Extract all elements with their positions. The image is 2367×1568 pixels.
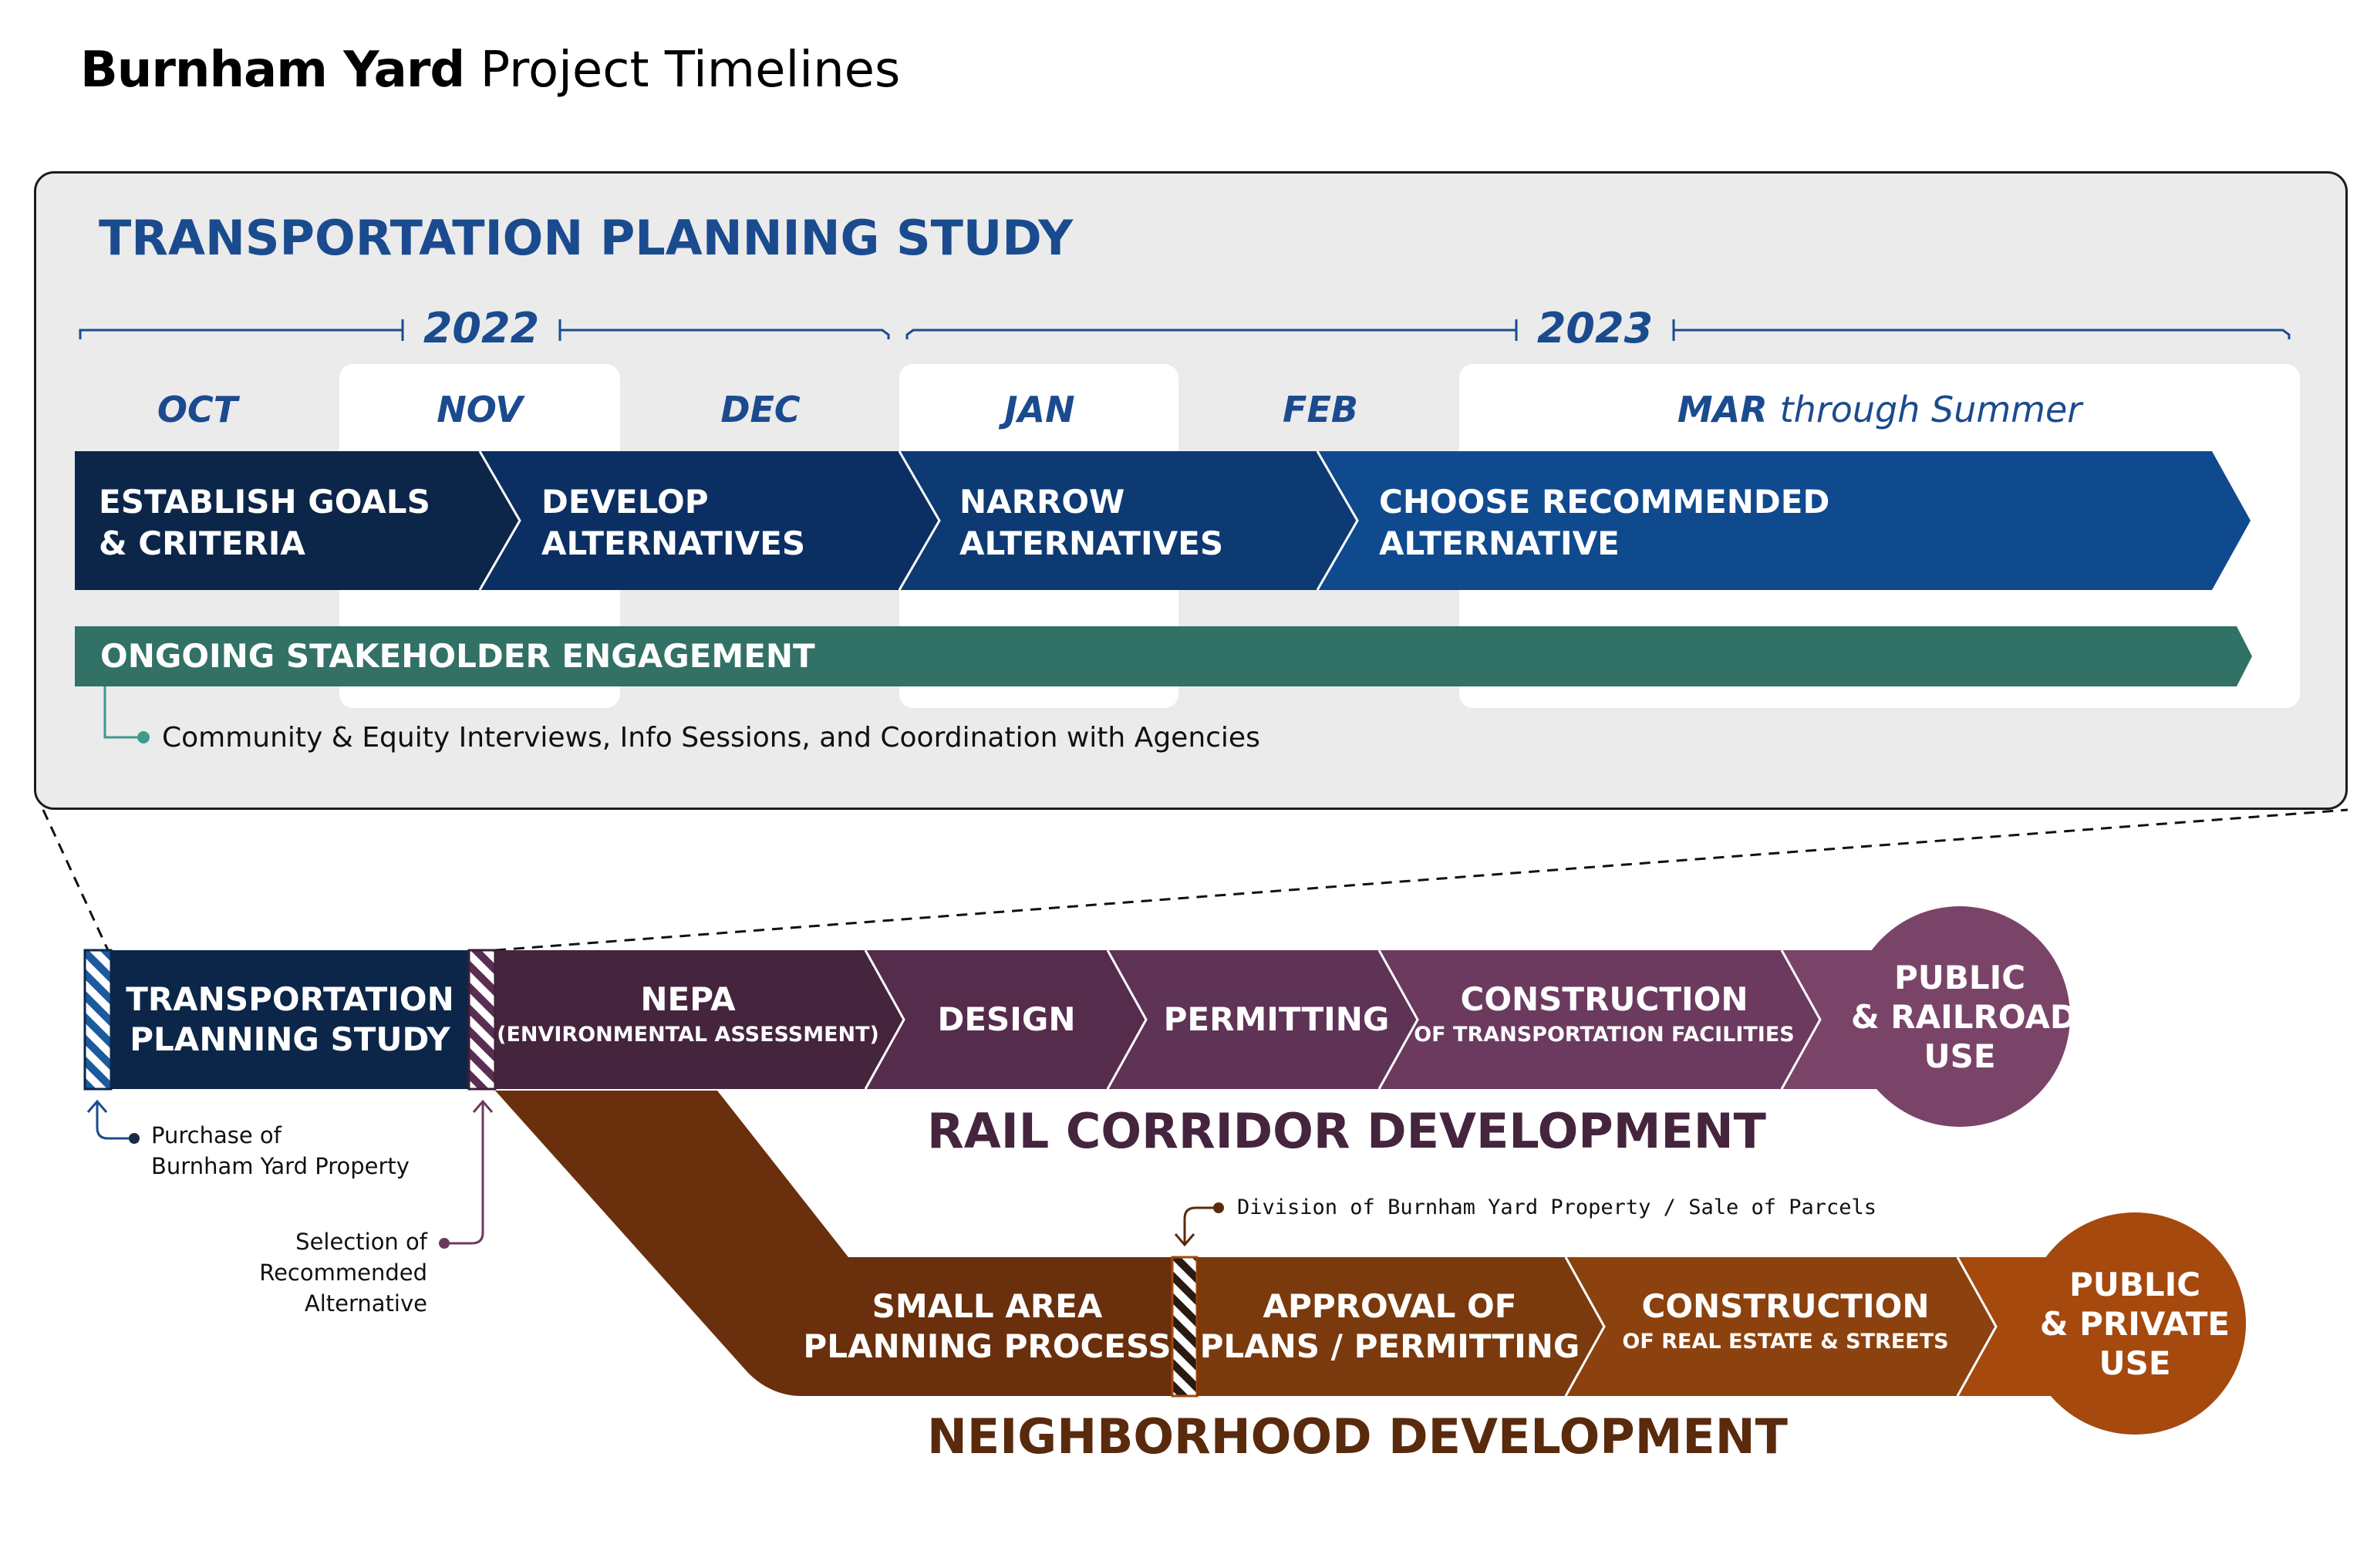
month-jan: JAN (1004, 389, 1075, 430)
small-area-label: SMALL AREA PLANNING PROCESS (803, 1287, 1172, 1365)
selection-connector (446, 1099, 494, 1245)
division-note: Division of Burnham Yard Property / Sale… (1237, 1195, 1877, 1219)
selection-hatch (467, 949, 497, 1091)
neighborhood-end-label: PUBLIC & PRIVATE USE (2039, 1266, 2230, 1382)
month-through-summer: through Summer (1779, 389, 2082, 430)
engagement-label: ONGOING STAKEHOLDER ENGAGEMENT (100, 637, 815, 675)
month-dec: DEC (720, 389, 801, 430)
segment-approval (1197, 1257, 1606, 1396)
segment-construction-transport (1379, 950, 1822, 1089)
small-area-segment (802, 1257, 1172, 1396)
phase-label-choose: CHOOSE RECOMMENDED ALTERNATIVE (1379, 483, 1830, 562)
year-bracket-2022 (79, 319, 890, 341)
approval-label: APPROVAL OF PLANS / PERMITTING (1199, 1287, 1580, 1365)
engagement-connector (103, 686, 142, 739)
month-mar-through-summer: MAR through Summer (1459, 389, 2300, 430)
phase-choose-recommended (1317, 451, 2251, 590)
phase-label-narrow: NARROW ALTERNATIVES (959, 483, 1224, 562)
purchase-note: Purchase of Burnham Yard Property (151, 1122, 410, 1179)
page-title: Burnham Yard Project Timelines (80, 42, 900, 99)
segment-nepa (495, 950, 905, 1089)
construction-realestate-label: CONSTRUCTION OF REAL ESTATE & STREETS (1622, 1287, 1949, 1354)
year-2023: 2023 (1536, 304, 1654, 352)
phase-label-develop: DEVELOP ALTERNATIVES (541, 483, 806, 562)
rail-construction-label: CONSTRUCTION OF TRANSPORTATION FACILITIE… (1414, 980, 1795, 1047)
zoom-line-left (42, 809, 110, 951)
neighborhood-diagonal (495, 1091, 848, 1396)
rail-permitting-label: PERMITTING (1163, 1000, 1390, 1038)
month-feb: FEB (1283, 389, 1358, 430)
segment-permitting (1108, 950, 1419, 1089)
year-2022: 2022 (423, 304, 540, 352)
study-segment (111, 950, 469, 1089)
segment-construction-realestate (1566, 1257, 1998, 1396)
purchase-connector (86, 1099, 133, 1140)
zoom-line-right (494, 808, 2348, 952)
rail-corridor-title: RAIL CORRIDOR DEVELOPMENT (927, 1103, 1766, 1159)
month-oct: OCT (157, 389, 238, 430)
neighborhood-title: NEIGHBORHOOD DEVELOPMENT (927, 1408, 1788, 1465)
neighborhood-end-circle (2024, 1212, 2246, 1435)
phase-establish-goals (75, 451, 521, 590)
selection-note: Selection of Recommended Alternative (259, 1229, 427, 1317)
rail-end-label: PUBLIC & RAILROAD USE (1851, 959, 2077, 1075)
phase-develop-alternatives (480, 451, 941, 590)
page-title-bold: Burnham Yard (80, 42, 465, 99)
rail-nepa-label: NEPA (ENVIRONMENTAL ASSESSMENT) (497, 980, 879, 1047)
page-title-regular: Project Timelines (480, 42, 901, 99)
segment-design (865, 950, 1148, 1089)
month-nov: NOV (437, 389, 523, 430)
division-hatch (1171, 1256, 1199, 1398)
engagement-note: Community & Equity Interviews, Info Sess… (162, 722, 1260, 754)
rail-study-label: TRANSPORTATION PLANNING STUDY (126, 980, 454, 1058)
month-mar: MAR (1677, 389, 1768, 430)
phase-label-establish: ESTABLISH GOALS & CRITERIA (99, 483, 430, 562)
division-connector (1174, 1206, 1217, 1247)
year-bracket-2023 (905, 319, 2291, 341)
rail-design-label: DESIGN (937, 1000, 1076, 1038)
study-heading: TRANSPORTATION PLANNING STUDY (99, 210, 1074, 266)
phase-narrow-alternatives (899, 451, 1359, 590)
purchase-hatch (83, 949, 113, 1091)
rail-end-circle (1849, 906, 2070, 1127)
stakeholder-engagement-bar (75, 626, 2252, 686)
